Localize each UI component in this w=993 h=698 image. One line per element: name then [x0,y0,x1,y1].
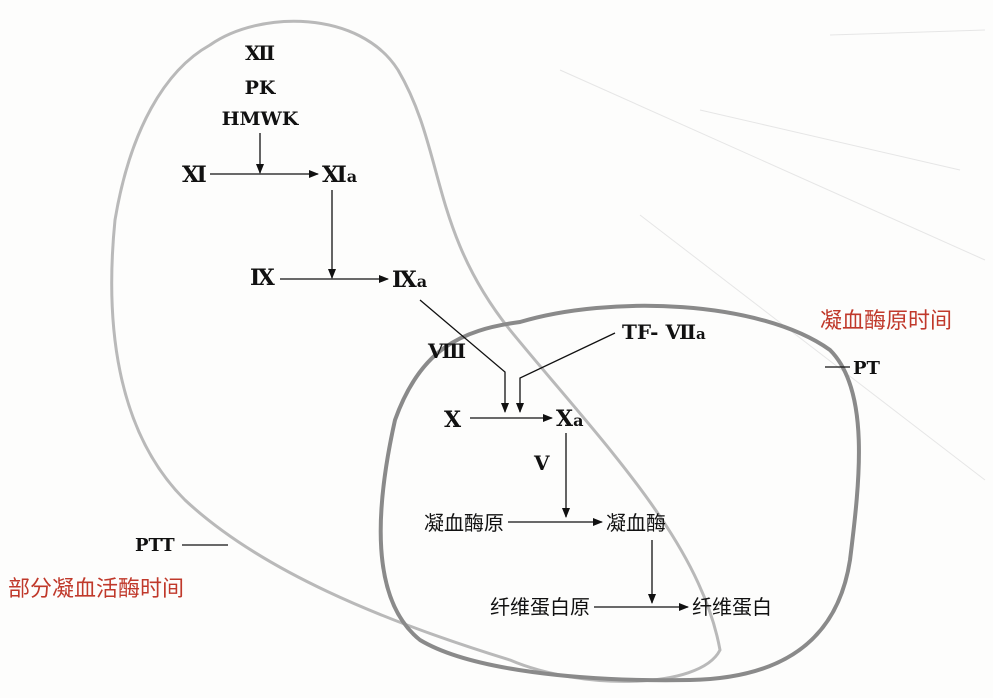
pt-label: PT [853,358,881,379]
factor-ixa-label: Ⅸa [392,267,427,293]
prothrombin-label: 凝血酶原 [424,511,504,535]
factor-xi-label: Ⅺ [182,162,207,188]
fibrin-label: 纤维蛋白 [692,595,772,619]
ptt-region-outline [110,19,722,683]
background-texture [559,29,986,481]
pk-label: PK [245,77,277,99]
pt-region-outline [378,303,861,683]
factor-viii-label: Ⅷ [427,339,466,363]
ptt-name-annotation: 部分凝血活酶时间 [8,577,184,602]
tf-viia-to-x-activation-arrow [516,332,616,413]
ptt-label: PTT [135,535,175,556]
thrombin-label: 凝血酶 [606,511,666,535]
factor-xii-label: Ⅻ [245,41,275,65]
fibrinogen-label: 纤维蛋白原 [490,595,590,619]
hmwk-label: HMWK [222,108,300,130]
factor-v-label: Ⅴ [533,451,550,475]
factor-xa-label: Ⅹa [556,406,583,432]
factor-x-label: Ⅹ [444,407,462,433]
factor-ix-label: Ⅸ [250,265,275,291]
tf-viia-label: TF- Ⅶa [622,320,706,344]
ixa-to-x-activation-arrow [419,299,509,413]
factor-xia-label: Ⅺa [322,162,357,188]
pt-name-annotation: 凝血酶原时间 [820,309,952,334]
